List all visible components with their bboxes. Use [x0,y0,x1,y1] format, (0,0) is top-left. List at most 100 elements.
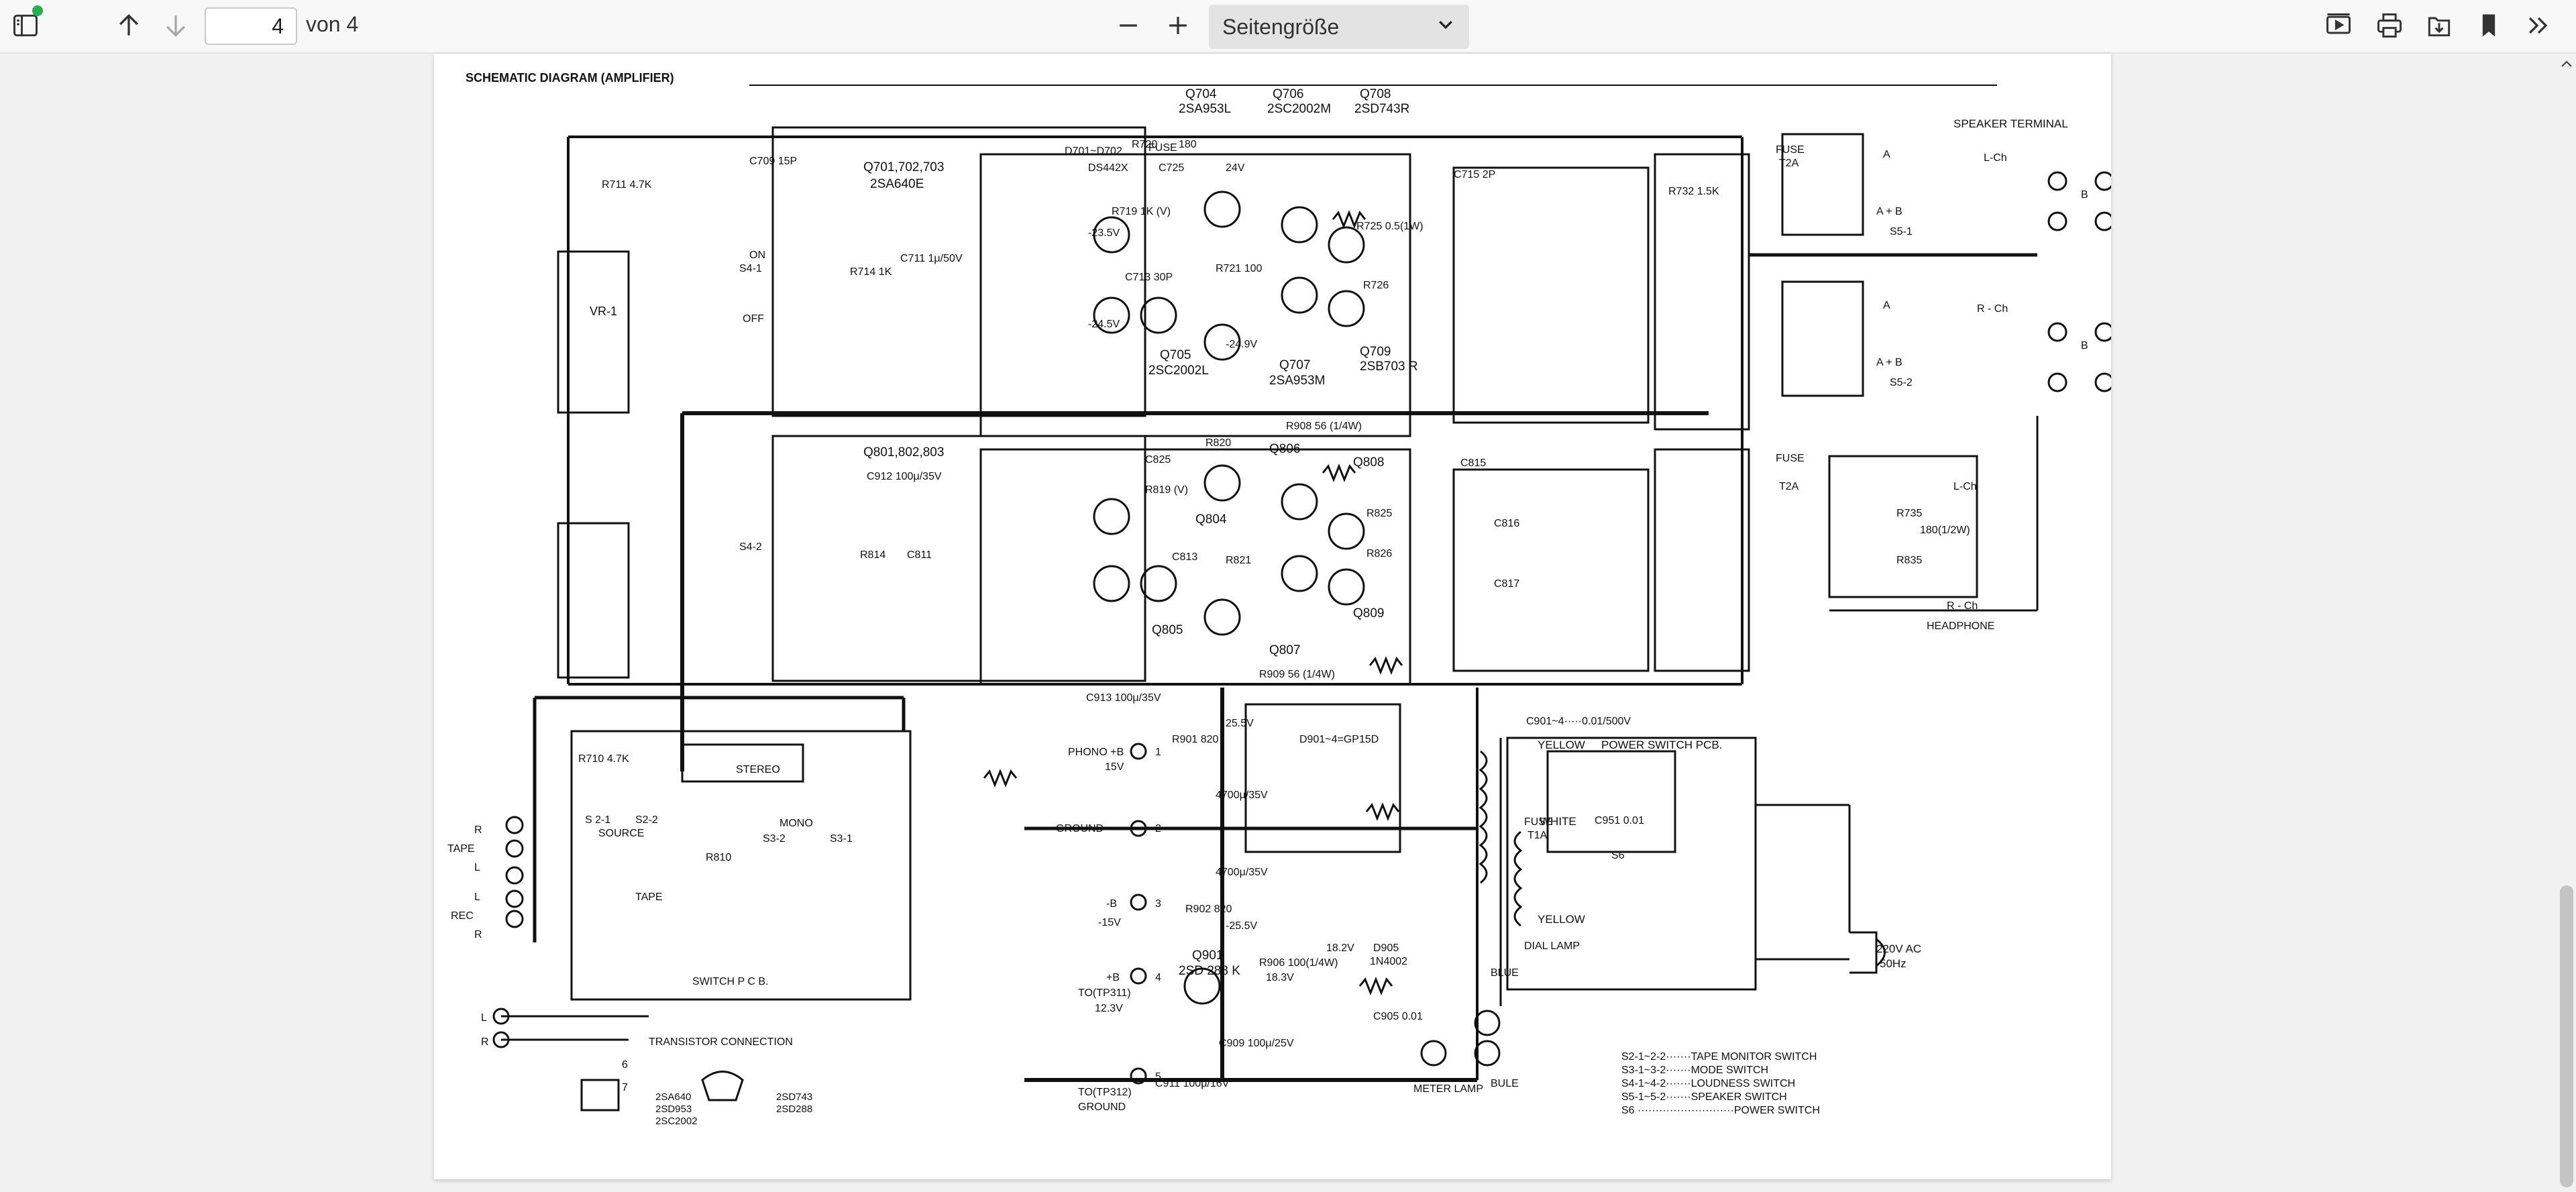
label-v182: 18.2V [1326,942,1354,954]
label-r909: R909 56 (1/4W) [1259,669,1335,680]
label-c725: C725 [1159,162,1184,174]
legend-line-5: S6 ···························POWER SWIT… [1621,1105,1820,1116]
label-r721: R721 100 [1216,263,1262,274]
more-tools-button[interactable] [2517,5,2560,48]
label-ab-2: A + B [1876,357,1902,368]
label-terminal-3: 3 [1155,898,1161,910]
label-off: OFF [743,313,764,325]
page-number-input[interactable] [205,7,297,45]
label-s31: S3-1 [830,833,853,845]
label-transistor-connection: TRANSISTOR CONNECTION [649,1036,793,1048]
label-source: SOURCE [598,828,644,839]
label-c907: 4700μ/35V [1216,867,1268,878]
printer-icon [2375,11,2404,44]
label-q709: Q709 [1360,345,1391,359]
label-plus-b: +B [1106,972,1120,983]
label-rch-headphone: R - Ch [1947,600,1978,612]
zoom-select[interactable]: Seitengröße [1209,5,1469,49]
label-r820: R820 [1205,437,1231,449]
label-s22: S2-2 [635,814,658,826]
label-b-2: B [2081,340,2088,351]
label-rch-speaker: R - Ch [1977,303,2008,315]
zoom-in-button[interactable] [1157,5,1199,48]
print-button[interactable] [2368,5,2411,48]
schematic-title: SCHEMATIC DIAGRAM (AMPLIFIER) [466,71,674,85]
label-v183: 18.3V [1266,972,1294,983]
bookmark-icon [2474,11,2504,44]
label-r714: R714 1K [850,266,892,278]
label-phono-voltage: 15V [1105,761,1124,773]
presentation-button[interactable] [2317,5,2360,48]
sidebar-toggle-button[interactable] [4,5,47,48]
label-q708-type: 2SD743R [1354,102,1409,116]
label-q805: Q805 [1152,623,1183,637]
label-r814: R814 [860,549,885,561]
label-r810: R810 [706,852,731,863]
notification-dot [32,5,43,16]
vertical-scrollbar[interactable] [2557,54,2576,1192]
label-d905-type: 1N4002 [1370,956,1407,967]
label-yellow-1: YELLOW [1538,739,1585,751]
label-tape-switch: TAPE [635,891,663,903]
label-yellow-2: YELLOW [1538,913,1585,926]
label-d901: D901~4=GP15D [1299,734,1379,745]
document-viewer[interactable]: SCHEMATIC DIAGRAM (AMPLIFIER) Q704 2SA95… [0,54,2576,1192]
label-ground-1: GROUND [1056,823,1104,834]
arrow-up-icon [114,11,144,44]
label-r719: R719 1K (V) [1112,206,1171,217]
label-fuse-1-rating: T2A [1779,158,1799,169]
label-vm245: -24.5V [1088,319,1120,330]
label-q801: Q801,802,803 [863,445,944,459]
label-q704-type: 2SA953L [1179,102,1231,116]
save-button[interactable] [2418,5,2461,48]
label-q806: Q806 [1269,442,1300,456]
label-tp311-voltage: 12.3V [1095,1003,1123,1014]
double-chevron-right-icon [2524,11,2553,44]
chevron-up-icon[interactable] [2559,56,2575,72]
label-lch-speaker: L-Ch [1984,152,2007,164]
zoom-out-button[interactable] [1107,5,1150,48]
label-r906: R906 100(1/4W) [1259,957,1338,969]
label-s6: S6 [1611,850,1625,861]
legend-line-3: S4-1~4-2·······LOUDNESS SWITCH [1621,1078,1795,1089]
label-c951: C951 0.01 [1595,815,1644,826]
label-d905: D905 [1373,942,1399,954]
pdf-toolbar: von 4 Seitengröße [0,0,2576,54]
legend-line-4: S5-1~5-2·······SPEAKER SWITCH [1621,1091,1787,1103]
label-ac-frequency: 50Hz [1880,957,1907,970]
label-package-1-line-2: 2SD953 [655,1103,692,1115]
label-r720: R720 [1132,139,1157,150]
label-blue: BLUE [1491,967,1519,979]
schematic-diagram: SCHEMATIC DIAGRAM (AMPLIFIER) Q704 2SA95… [447,71,2111,1127]
label-fuse-3-rating: T1A [1527,830,1548,841]
next-page-button[interactable] [154,5,197,48]
label-q901-type: 2SD 288 K [1179,964,1240,978]
label-q804: Q804 [1195,512,1227,527]
label-c811: C811 [907,549,932,561]
label-lch-headphone: L-Ch [1953,481,1977,492]
label-fuse-3: FUSE [1524,816,1553,828]
plus-icon [1163,11,1193,44]
label-c709: C709 15P [749,156,797,167]
label-r735: R735 [1896,508,1922,519]
label-terminal-l: L [481,1012,487,1024]
label-fuse-2-rating: T2A [1779,481,1799,492]
scrollbar-thumb[interactable] [2560,885,2573,1187]
label-rec-l: L [474,891,480,903]
label-r732: R732 1.5K [1668,186,1719,197]
label-c913: C913 100μ/35V [1086,692,1161,704]
zoom-select-value: Seitengröße [1222,14,1340,39]
label-to-tp311: TO(TP311) [1078,987,1131,999]
bookmark-button[interactable] [2467,5,2510,48]
label-s21: S 2-1 [585,814,610,826]
label-r710: R710 4.7K [578,753,629,765]
label-ac-voltage: 220V AC [1876,942,1921,955]
label-q709-type: 2SB703 R [1360,360,1418,374]
label-rec-r: R [474,929,482,940]
label-vm235: -23.5V [1088,227,1120,239]
previous-page-button[interactable] [107,5,150,48]
label-stereo: STEREO [736,764,780,775]
label-ds442x: DS442X [1088,162,1128,174]
label-terminal-5: 5 [1155,1071,1161,1083]
label-r825: R825 [1366,508,1392,519]
